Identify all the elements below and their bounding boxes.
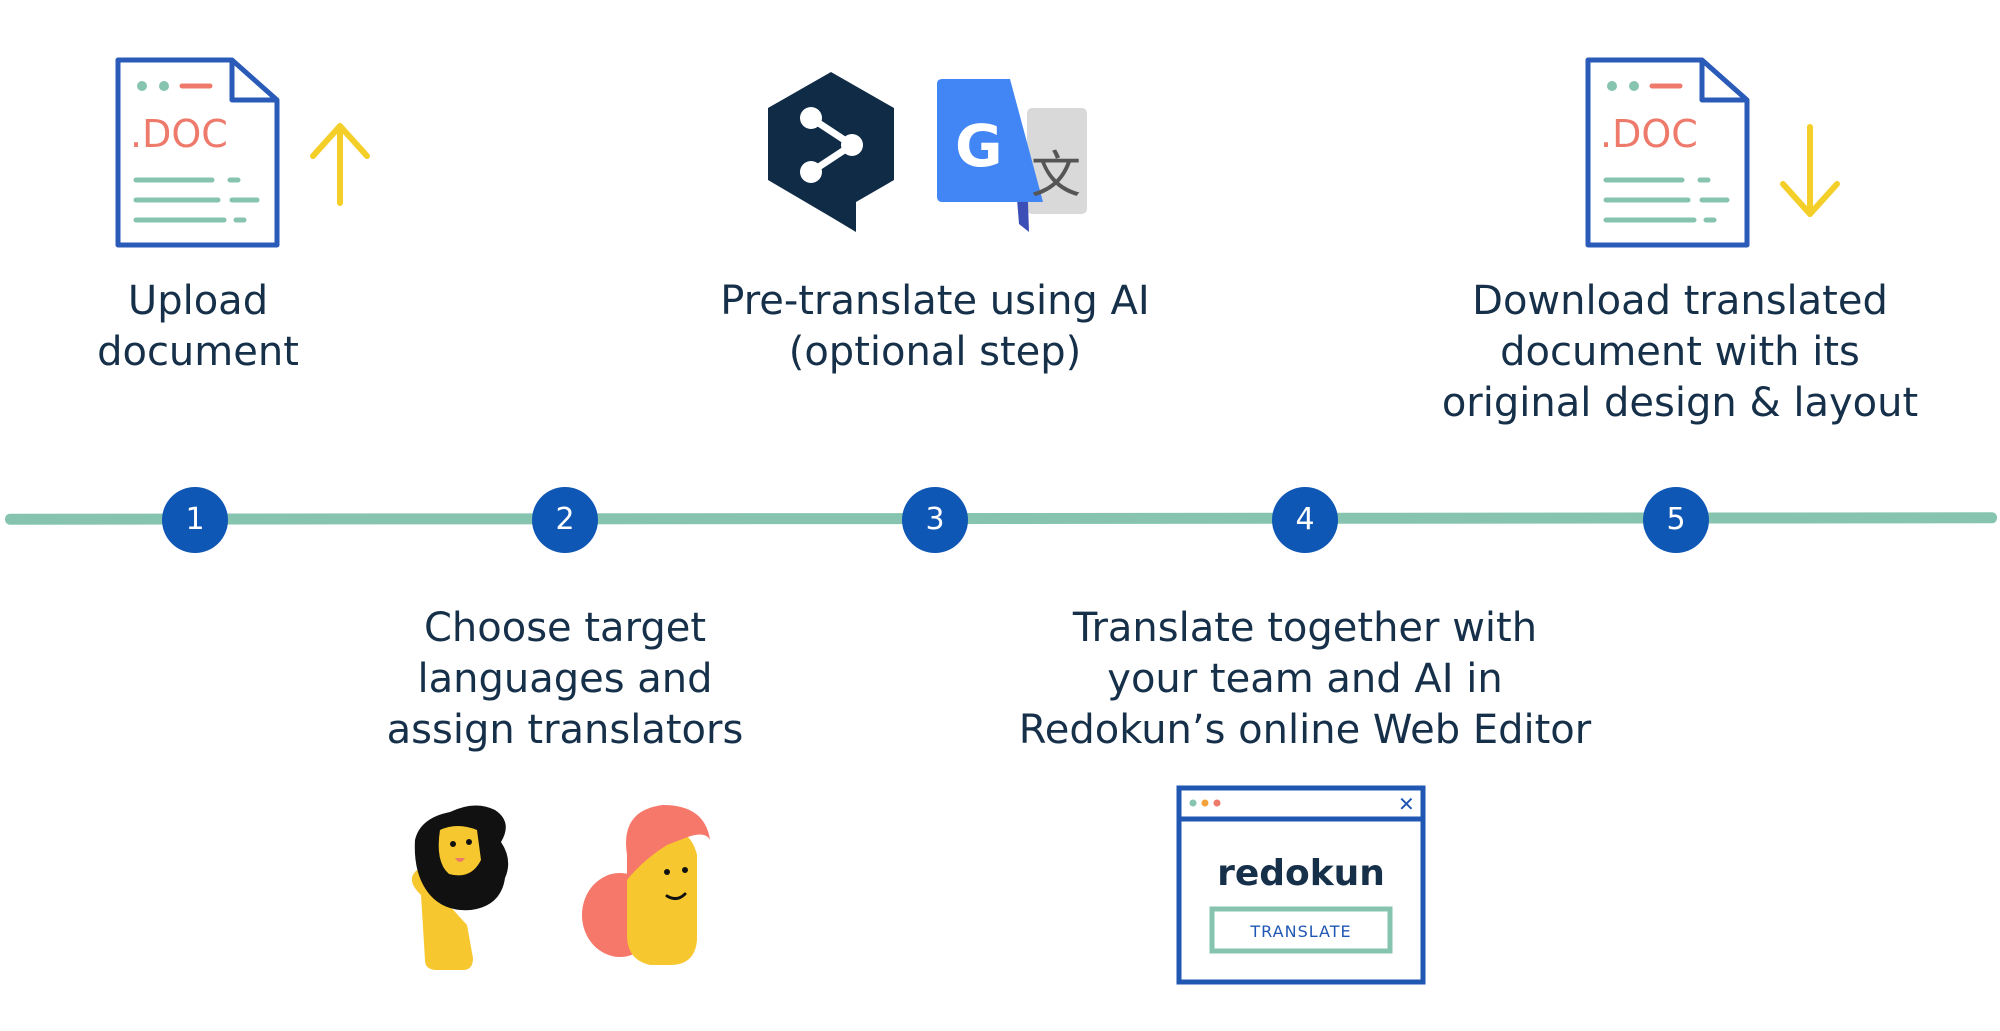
step-3-circle: 3	[902, 487, 968, 553]
download-document-icon: .DOC	[1585, 57, 1750, 248]
step-5-circle: 5	[1643, 487, 1709, 553]
upload-document-icon: .DOC	[115, 57, 280, 248]
google-translate-logo-icon: G 文	[937, 79, 1087, 232]
upload-arrow-icon	[310, 123, 370, 206]
step-1-circle: 1	[162, 487, 228, 553]
step-2-caption: Choose target languages and assign trans…	[386, 605, 744, 753]
translate-glyph: 文	[1031, 146, 1081, 204]
window-dot-icon	[1213, 799, 1221, 807]
web-editor-illustration: ✕ redokun TRANSLATE	[1176, 785, 1426, 985]
step-5-caption: Download translated document with its or…	[1441, 278, 1919, 426]
google-g-letter: G	[955, 112, 1003, 180]
window-dot-icon	[1201, 799, 1209, 807]
step-1-caption: Upload document	[97, 278, 299, 375]
step-4-caption: Translate together with your team and AI…	[1018, 605, 1592, 753]
deepl-logo-icon	[768, 72, 894, 232]
pink-hair-translator-icon	[582, 805, 710, 965]
window-dot-icon	[1189, 799, 1197, 807]
download-arrow-icon	[1780, 124, 1840, 217]
doc-label: .DOC	[130, 112, 228, 156]
translate-button	[1209, 906, 1393, 954]
redokun-brand: redokun	[1217, 853, 1385, 894]
close-icon: ✕	[1398, 792, 1415, 816]
step-4-circle: 4	[1272, 487, 1338, 553]
translate-button-label: TRANSLATE	[1249, 922, 1351, 941]
doc-label: .DOC	[1600, 112, 1698, 156]
step-2-circle: 2	[532, 487, 598, 553]
translators-illustration	[411, 805, 710, 970]
step-3-caption: Pre-translate using AI (optional step)	[720, 278, 1150, 375]
bearded-translator-icon	[411, 805, 509, 970]
